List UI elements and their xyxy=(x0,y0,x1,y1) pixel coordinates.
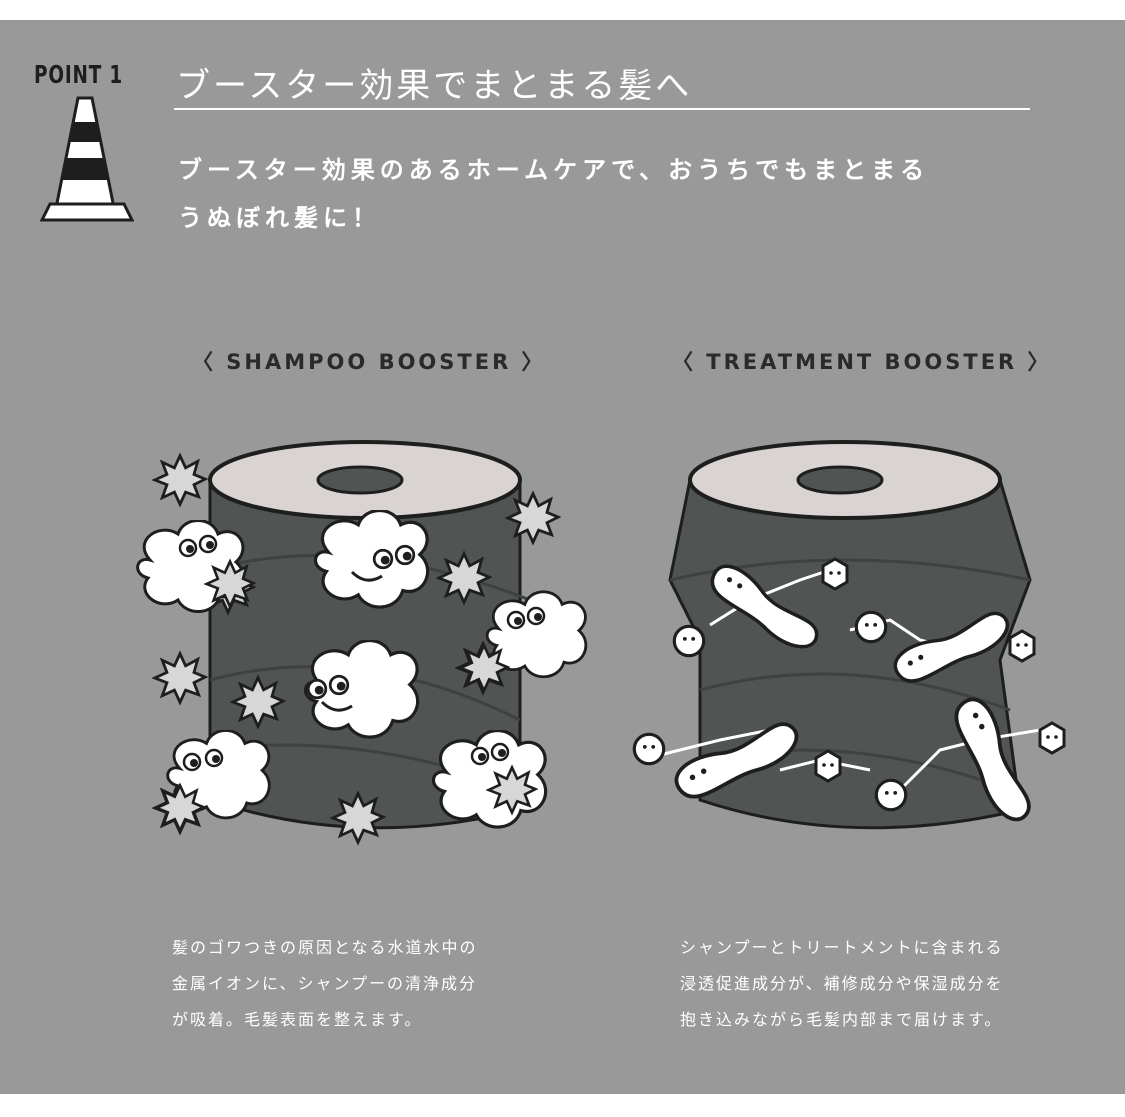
treatment-booster-description: シャンプーとトリートメントに含まれる 浸透促進成分が、補修成分や保湿成分を 抱き… xyxy=(680,930,1080,1038)
treatment-desc-line-1: シャンプーとトリートメントに含まれる xyxy=(680,938,1004,957)
shampoo-desc-line-3: が吸着。毛髪表面を整えます。 xyxy=(172,1010,423,1029)
treatment-booster-title: 〈 TREATMENT BOOSTER 〉 xyxy=(672,350,1052,374)
shampoo-booster-description: 髪のゴワつきの原因となる水道水中の 金属イオンに、シャンプーの清浄成分 が吸着。… xyxy=(172,930,572,1038)
shampoo-desc-line-1: 髪のゴワつきの原因となる水道水中の xyxy=(172,938,478,957)
shampoo-desc-line-2: 金属イオンに、シャンプーの清浄成分 xyxy=(172,974,478,993)
shampoo-booster-illustration xyxy=(136,440,588,844)
headline: ブースター効果でまとまる髪へ xyxy=(176,66,693,106)
treatment-desc-line-3: 抱き込みながら毛髪内部まで届けます。 xyxy=(680,1010,1003,1029)
lead-line-2: うぬぼれ髪に！ xyxy=(178,204,381,232)
point-label: POINT 1 xyxy=(34,60,124,89)
shampoo-booster-title: 〈 SHAMPOO BOOSTER 〉 xyxy=(192,350,546,374)
headline-divider xyxy=(174,108,1030,110)
traffic-cone-icon xyxy=(40,96,134,222)
lead-text: ブースター効果のあるホームケアで、おうちでもまとまる うぬぼれ髪に！ xyxy=(178,146,1058,242)
treatment-booster-illustration xyxy=(632,440,1066,830)
treatment-desc-line-2: 浸透促進成分が、補修成分や保湿成分を xyxy=(680,974,1004,993)
lead-line-1: ブースター効果のあるホームケアで、おうちでもまとまる xyxy=(178,156,930,184)
